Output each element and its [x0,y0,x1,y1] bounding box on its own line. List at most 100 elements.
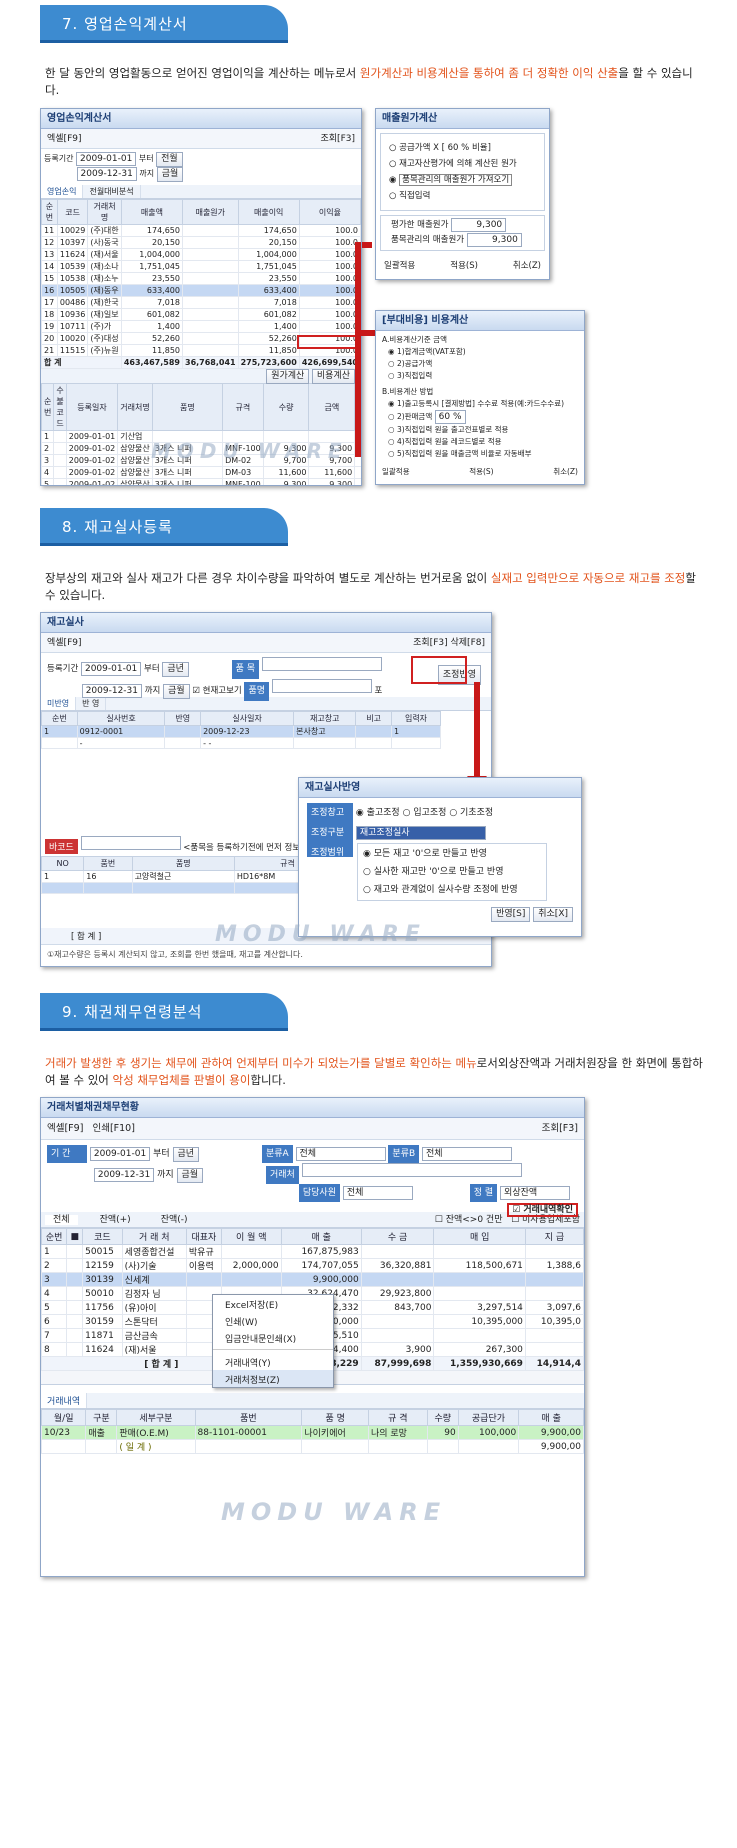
tab-minus[interactable]: 잔액(-) [160,1215,188,1225]
adjust-option[interactable]: ◉ 출고조정 [355,808,400,818]
apply-all-button[interactable]: 일괄적용 [382,467,410,476]
cancel-button[interactable]: 취소(Z) [512,261,541,271]
range-option[interactable]: ○ 실사한 재고만 '0'으로 만들고 반영 [363,867,504,877]
option-3[interactable]: ◉ 품목관리의 매출원가 가져오기 [389,172,536,188]
method-option[interactable]: ○ 3)직접입력 원을 출고전표별로 적용 [388,425,509,434]
ctx-excel-save[interactable]: Excel저장(E) [225,1301,279,1311]
date-from-field[interactable]: 2009-01-01 [80,662,142,676]
cost-calc-button[interactable]: 원가계산 [266,369,310,384]
tab-plus[interactable]: 잔액(+) [99,1215,131,1225]
year-button[interactable]: 금년 [172,1147,200,1162]
expense-calc-button[interactable]: 비용계산 [311,369,355,384]
cat-a-select[interactable]: 전체 [295,1147,386,1161]
unused-checkbox[interactable]: ☐ 미사용업체포함 [511,1215,580,1225]
print-button[interactable]: 인쇄[F10] [92,1123,135,1134]
option-4[interactable]: ○ 직접입력 [389,191,431,201]
method-option[interactable]: ○ 2)판매금액 60 % [388,410,578,424]
nonzero-checkbox[interactable]: ☐ 잔액<>0 건만 [434,1215,503,1225]
adjust-option[interactable]: ○ 입고조정 [402,808,447,818]
apply-all-button[interactable]: 일괄적용 [384,261,416,271]
ctx-transactions[interactable]: 거래내역(Y) [225,1359,271,1369]
excel-button[interactable]: 엑셀[F9] [47,134,82,144]
delete-button[interactable]: 삭제[F8] [450,638,486,648]
ctx-deposit-print[interactable]: 입금안내문인쇄(X) [225,1335,297,1345]
search-button[interactable]: 조회[F3] [541,1123,578,1134]
sort-select[interactable]: 외상잔액 [500,1186,571,1200]
base-option[interactable]: ◉ 1)합계금액(VAT포함) [388,347,466,356]
date-to-field[interactable]: 2009-12-31 [76,167,137,181]
name-field[interactable] [271,679,372,693]
base-option[interactable]: ○ 3)직접입력 [388,371,433,380]
current-stock-checkbox[interactable]: ☑ 현재고보기 [192,686,242,696]
option-1[interactable]: ○ 공급가액 X [ 60 % 비율] [389,143,491,153]
ctx-client-info[interactable]: 거래처정보(Z) [213,1370,333,1387]
cost-field[interactable]: 9,300 [451,218,507,232]
month-button[interactable]: 금월 [163,684,190,699]
excel-button[interactable]: 엑셀[F9] [47,1123,84,1134]
range-option[interactable]: ○ 재고와 관계없이 실사수량 조정에 반영 [363,885,518,895]
item-field[interactable] [261,657,382,671]
barcode-field[interactable] [80,836,181,850]
apply-button[interactable]: 적용(S) [450,261,478,271]
month-button[interactable]: 금월 [176,1168,204,1183]
method-option[interactable]: ○ 5)직접입력 원을 매출금액 비율로 자동배부 [388,449,532,458]
adjust-option[interactable]: ○ 기초조정 [449,808,494,818]
ctx-print[interactable]: 인쇄(W) [225,1318,258,1328]
year-button[interactable]: 금년 [162,662,189,677]
cur-button[interactable]: 금월 [156,167,184,182]
date-from-field[interactable]: 2009-01-01 [89,1147,151,1161]
tab-compare[interactable]: 전월대비분석 [83,185,141,198]
excel-button[interactable]: 엑셀[F9] [47,638,82,648]
option-2[interactable]: ○ 재고자산평가에 의해 계산된 원가 [389,159,517,169]
method-option[interactable]: ◉ 1)출고등록시 [결제방법] 수수료 적용(예:카드수수료) [388,399,565,408]
base-option[interactable]: ○ 2)공급가액 [388,359,433,368]
ratio-field[interactable]: 60 % [434,410,466,424]
grid-cell: 1,400 [120,320,184,333]
cost-field[interactable]: 9,300 [466,233,522,247]
cat-b-select[interactable]: 전체 [422,1147,513,1161]
date-to-field[interactable]: 2009-12-31 [93,1168,155,1182]
grid-cell: (사)동국 [87,236,122,249]
tab-applied[interactable]: 반 영 [76,697,107,710]
detail-checkbox[interactable]: ☑ 거래내역확인 [507,1203,578,1217]
method-option[interactable]: ○ 4)직접입력 원을 레코드별로 적용 [388,437,502,446]
type-select[interactable]: 재고조정실사 [355,826,486,840]
tab-transactions[interactable]: 거래내역 [41,1393,88,1408]
option-label: 2)공급가액 [396,359,433,368]
prev-button[interactable]: 전월 [156,152,183,167]
tab-unapplied[interactable]: 미반영 [41,697,77,710]
manager-select[interactable]: 전체 [342,1186,413,1200]
apply-button[interactable]: 반영[S] [491,907,531,922]
tab-profit[interactable]: 영업손익 [41,185,84,198]
search-button[interactable]: 조회[F3] [320,134,356,144]
search-button[interactable]: 조회[F3] [413,638,448,648]
tab-all[interactable]: 전체 [45,1215,78,1225]
client-field[interactable] [301,1163,522,1177]
cancel-button[interactable]: 취소[X] [533,907,573,922]
date-to-field[interactable]: 2009-12-31 [81,684,143,698]
adjust-apply-button[interactable]: 조정반영 [437,665,481,685]
grid-cell [53,430,67,443]
apply-button[interactable]: 적용(S) [469,467,494,476]
option-label: 실사한 재고만 '0'으로 만들고 반영 [373,867,504,877]
date-from-field[interactable]: 2009-01-01 [76,152,137,166]
range-option[interactable]: ◉ 모든 재고 '0'으로 만들고 반영 [363,849,487,859]
cancel-button[interactable]: 취소(Z) [553,467,578,476]
